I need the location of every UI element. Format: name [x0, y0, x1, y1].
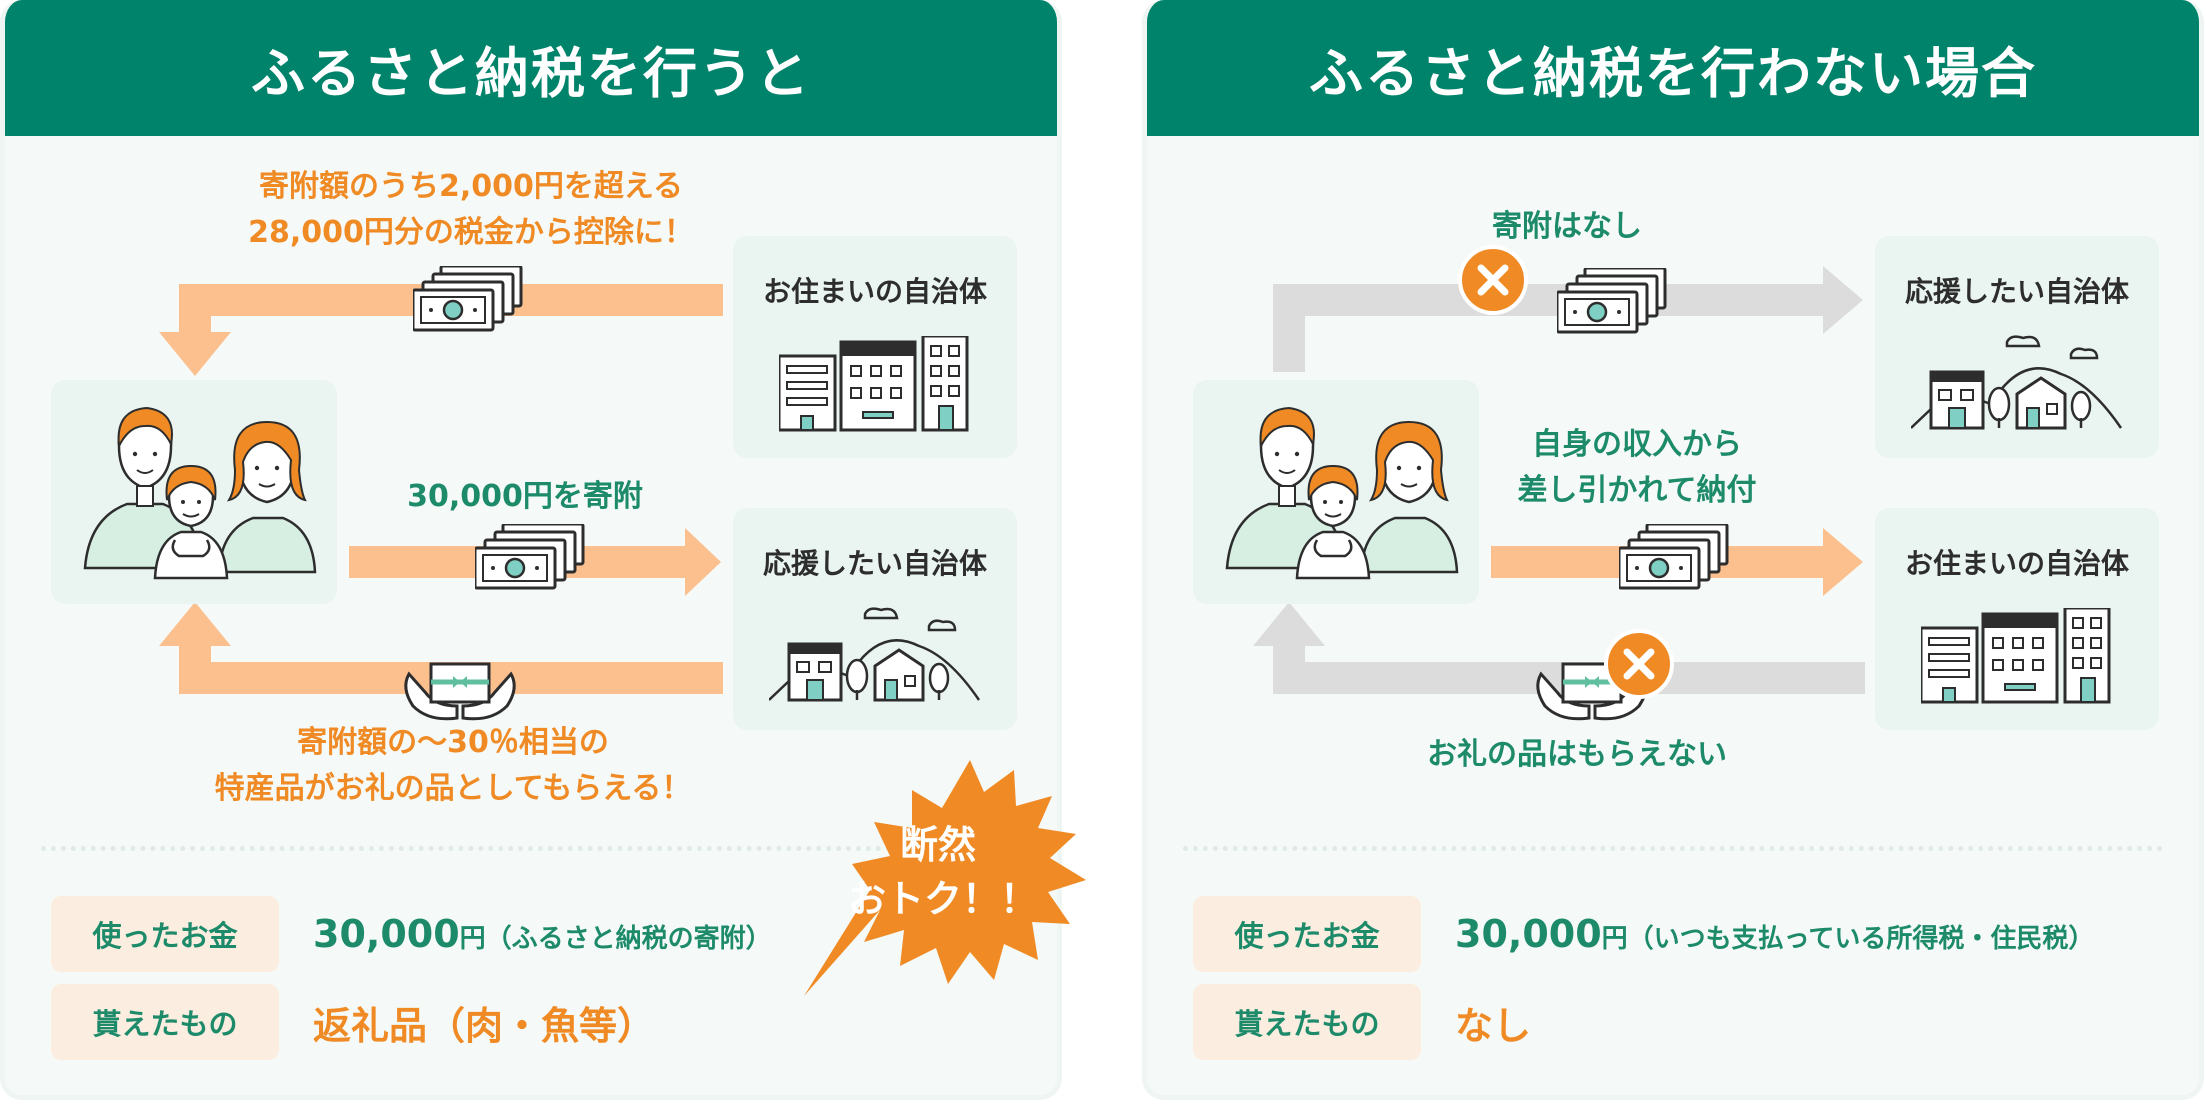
deduction-arrow	[159, 284, 723, 376]
panel-body: 寄附はなし 自身の収入から 差し引かれて納付 お礼の品はもらえない 応援したい自…	[1147, 136, 2199, 1095]
deduction-label: 寄附額のうち2,000円を超える 28,000円分の税金から控除に！	[248, 169, 694, 250]
money-icon	[1557, 268, 1667, 334]
no-donation-arrow	[1273, 266, 1863, 372]
divider	[41, 846, 1021, 851]
summary-got-row: 貰えたもの 返礼品（肉・魚等）	[51, 984, 655, 1060]
supported-municipality-card: 応援したい自治体	[733, 508, 1017, 730]
card-title: お住まいの自治体	[762, 275, 987, 308]
bargain-burst-badge	[804, 760, 1086, 996]
town-icon	[769, 607, 981, 702]
panel-without-furusato: ふるさと納税を行わない場合 寄附はなし 自身の収入から 差し引かれて納付 お礼の…	[1142, 0, 2204, 1100]
income-label: 自身の収入から 差し引かれて納付	[1517, 427, 1757, 508]
money-icon	[1619, 524, 1729, 590]
summary-value: 返礼品（肉・魚等）	[313, 1003, 656, 1048]
no-gift-arrow	[1253, 602, 1865, 694]
card-title: お住まいの自治体	[1904, 547, 2129, 580]
card-title: 応援したい自治体	[762, 547, 987, 580]
divider	[1183, 846, 2163, 851]
summary-value: なし	[1455, 1003, 1532, 1048]
town-icon	[1911, 335, 2123, 430]
family-card	[1193, 380, 1479, 604]
gift-arrow	[159, 602, 723, 694]
no-gift-label: お礼の品はもらえない	[1427, 737, 1727, 772]
money-icon	[475, 524, 585, 590]
bargain-burst-text: 断然 おトク！！	[848, 823, 1039, 921]
buildings-icon	[779, 336, 969, 432]
summary-value: 30,000円（ふるさと納税の寄附）	[313, 912, 772, 956]
summary-key: 貰えたもの	[1193, 984, 1421, 1060]
summary-key: 貰えたもの	[51, 984, 279, 1060]
card-title: 応援したい自治体	[1904, 275, 2129, 308]
summary-key: 使ったお金	[51, 896, 279, 972]
summary-spent-row: 使ったお金 30,000円（ふるさと納税の寄附）	[51, 896, 772, 972]
money-icon	[413, 266, 523, 332]
gift-hands-icon	[395, 644, 525, 726]
home-municipality-card: お住まいの自治体	[733, 236, 1017, 458]
family-card	[51, 380, 337, 604]
family-icon	[83, 406, 317, 580]
summary-value: 30,000円（いつも支払っている所得税・住民税）	[1455, 912, 2095, 956]
summary-key: 使ったお金	[1193, 896, 1421, 972]
gift-label: 寄附額の～30％相当の 特産品がお礼の品としてもらえる！	[214, 725, 692, 806]
supported-municipality-card: 応援したい自治体	[1875, 236, 2159, 458]
panel-title: ふるさと納税を行わない場合	[1147, 0, 2199, 136]
family-icon	[1225, 406, 1459, 580]
home-municipality-card: お住まいの自治体	[1875, 508, 2159, 730]
x-icon	[1453, 240, 1533, 320]
panel-title: ふるさと納税を行うと	[5, 0, 1057, 136]
no-donation-label: 寄附はなし	[1492, 209, 1642, 244]
x-icon	[1599, 624, 1679, 704]
summary-got-row: 貰えたもの なし	[1193, 984, 1531, 1060]
summary-spent-row: 使ったお金 30,000円（いつも支払っている所得税・住民税）	[1193, 896, 2094, 972]
donation-label: 30,000円を寄附	[407, 479, 643, 514]
buildings-icon	[1921, 608, 2111, 704]
